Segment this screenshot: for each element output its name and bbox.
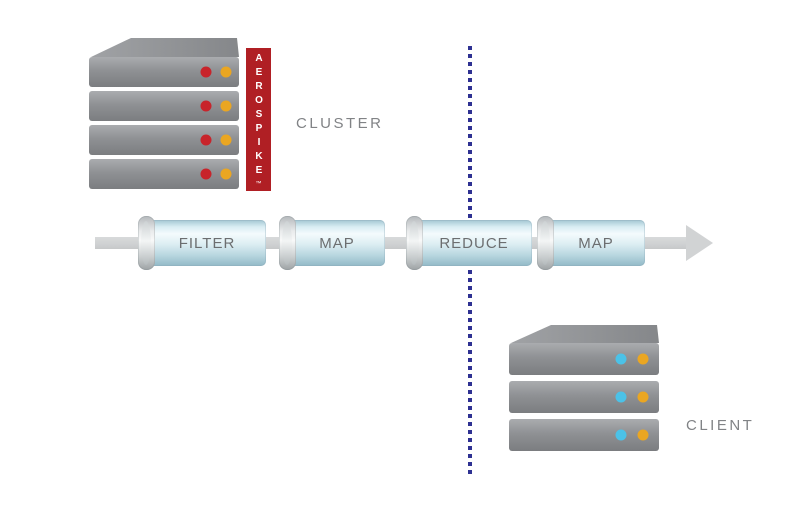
stage-label: MAP	[319, 234, 355, 252]
led-orange-icon	[637, 429, 649, 441]
pipeline-stage-filter: FILTER	[138, 216, 266, 270]
server-unit	[89, 57, 239, 87]
pipe-collar-opening	[409, 221, 419, 265]
stage-label: MAP	[578, 234, 614, 252]
led-cyan-icon	[615, 353, 627, 365]
led-orange-icon	[637, 391, 649, 403]
server-top-face	[91, 38, 239, 57]
pipe-segment: MAP	[547, 220, 645, 266]
led-red-icon	[200, 168, 212, 180]
client-server-stack	[509, 325, 659, 451]
pipe-collar-opening	[540, 221, 550, 265]
client-label: CLIENT	[686, 417, 755, 434]
trademark-symbol: ™	[255, 180, 262, 187]
server-unit	[509, 343, 659, 375]
aerospike-banner-text: AEROSPIKE	[253, 52, 265, 179]
pipe-collar-opening	[282, 221, 292, 265]
pipe-collar	[537, 216, 554, 270]
pipe-collar	[406, 216, 423, 270]
led-red-icon	[200, 134, 212, 146]
cluster-server-stack	[89, 38, 239, 189]
pipe-collar-opening	[141, 221, 151, 265]
pipe-segment: FILTER	[148, 220, 266, 266]
led-red-icon	[200, 66, 212, 78]
stage-label: FILTER	[178, 234, 236, 252]
stage-label: REDUCE	[439, 234, 509, 252]
server-unit	[89, 125, 239, 155]
server-unit	[89, 159, 239, 189]
pipeline-arrowhead-icon	[686, 225, 713, 261]
cluster-label: CLUSTER	[296, 115, 384, 132]
led-orange-icon	[220, 100, 232, 112]
server-unit	[89, 91, 239, 121]
led-orange-icon	[220, 66, 232, 78]
led-cyan-icon	[615, 429, 627, 441]
led-orange-icon	[637, 353, 649, 365]
led-orange-icon	[220, 134, 232, 146]
led-red-icon	[200, 100, 212, 112]
pipe-collar	[138, 216, 155, 270]
pipeline-stage-reduce: REDUCE	[406, 216, 532, 270]
server-unit	[509, 381, 659, 413]
led-orange-icon	[220, 168, 232, 180]
server-unit	[509, 419, 659, 451]
pipeline-stage-map-1: MAP	[279, 216, 385, 270]
led-cyan-icon	[615, 391, 627, 403]
pipe-segment: REDUCE	[416, 220, 532, 266]
pipe-collar	[279, 216, 296, 270]
pipeline-stage-map-2: MAP	[537, 216, 645, 270]
pipe-segment: MAP	[289, 220, 385, 266]
aerospike-banner: AEROSPIKE ™	[246, 48, 271, 191]
server-top-face	[511, 325, 659, 343]
